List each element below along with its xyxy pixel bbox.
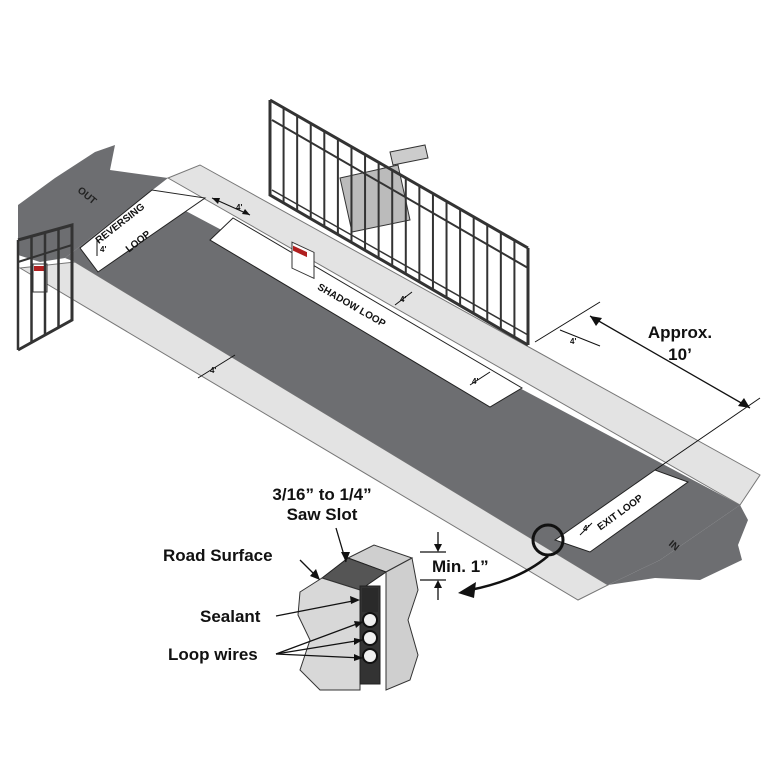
sealant-layer xyxy=(362,588,378,612)
loop-wire-2 xyxy=(362,630,378,646)
min-depth-label: Min. 1” xyxy=(432,557,489,576)
dim-4ft-top: 4' xyxy=(236,203,242,212)
dim-4ft-right: 4' xyxy=(570,337,576,346)
approx-distance-line1: Approx. xyxy=(648,323,712,342)
approx-distance-line2: 10’ xyxy=(668,345,692,364)
dim-4ft-reversing: 4' xyxy=(100,245,106,254)
dim-4ft-sidewalk: 4' xyxy=(210,366,216,375)
asphalt-in xyxy=(608,505,748,585)
dim-4ft-exit: 4' xyxy=(583,524,589,533)
asphalt-road xyxy=(65,192,740,585)
shadow-loop xyxy=(209,217,523,408)
slide-gate-bars xyxy=(269,100,529,345)
road-surface-label: Road Surface xyxy=(163,546,273,565)
detail-arrow xyxy=(469,555,549,592)
reversing-loop xyxy=(79,189,207,273)
callout-leaders xyxy=(275,527,446,661)
loop-wire-1 xyxy=(362,612,378,628)
saw-slot-cross-section xyxy=(297,544,419,691)
detail-circle xyxy=(531,523,565,557)
loop-wire-3 xyxy=(362,648,378,664)
swing-gate-bars xyxy=(16,225,74,350)
saw-slot-label: Saw Slot xyxy=(287,505,358,524)
exit-loop xyxy=(553,469,690,553)
asphalt-out xyxy=(18,145,168,262)
dim-4ft-shadow-end: 4' xyxy=(472,377,478,386)
loop-wires-label: Loop wires xyxy=(168,645,258,664)
dimensions: 4' 4' 4' 4' 4' 4' 4' xyxy=(96,197,761,536)
saw-slot-size-label: 3/16” to 1/4” xyxy=(272,485,371,504)
roadway xyxy=(18,145,761,601)
far-sidewalk xyxy=(166,164,761,506)
sealant-label: Sealant xyxy=(200,607,261,626)
dim-4ft-shadow: 4' xyxy=(400,295,406,304)
